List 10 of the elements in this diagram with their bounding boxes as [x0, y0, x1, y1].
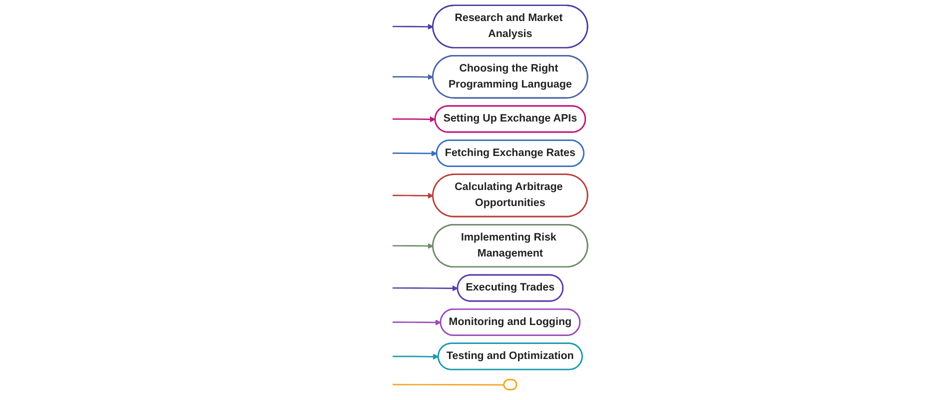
arrow [392, 320, 442, 326]
arrow [392, 354, 439, 360]
arrow [392, 285, 458, 292]
arrow [392, 74, 434, 80]
arrow [392, 192, 434, 199]
arrow [392, 243, 434, 249]
arrow [392, 116, 436, 122]
arrow [392, 24, 434, 30]
connector [392, 384, 504, 386]
arrow [392, 150, 438, 156]
